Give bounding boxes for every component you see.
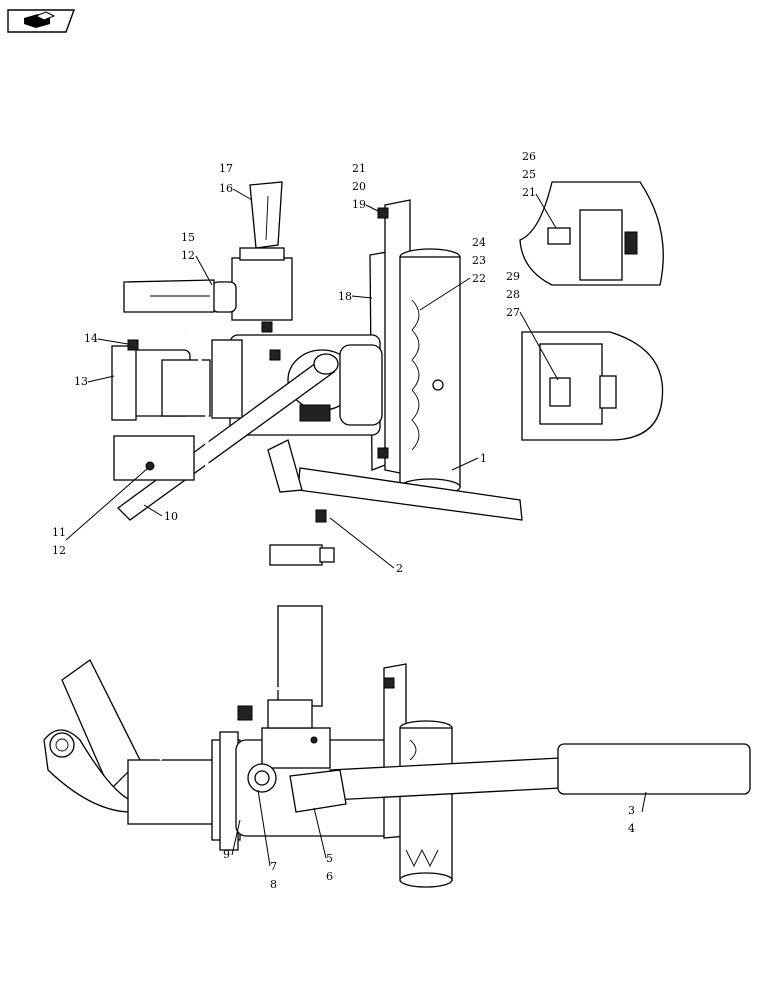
callout-23: 23 xyxy=(472,254,486,267)
callout-7: 7 xyxy=(270,860,277,873)
callout-24: 24 xyxy=(472,236,486,249)
callout-17: 17 xyxy=(219,162,233,175)
callout-28: 28 xyxy=(506,288,520,301)
previous-page-icon xyxy=(7,9,75,33)
callout-1: 1 xyxy=(480,452,487,465)
callout-8: 8 xyxy=(270,878,277,891)
callout-19: 19 xyxy=(352,198,366,211)
callout-26: 26 xyxy=(522,150,536,163)
callout-14: 14 xyxy=(84,332,98,345)
callout-12b: 12 xyxy=(52,544,66,557)
detail-view-upper xyxy=(519,181,664,286)
callout-18: 18 xyxy=(338,290,352,303)
callouts: 17 16 21 20 19 15 12 18 24 23 22 26 25 2… xyxy=(52,150,647,891)
callout-4: 4 xyxy=(628,822,635,835)
callout-22: 22 xyxy=(472,272,486,285)
callout-13: 13 xyxy=(74,375,88,388)
callout-6: 6 xyxy=(326,870,333,883)
callout-11: 11 xyxy=(52,526,66,539)
callout-21b: 21 xyxy=(522,186,536,199)
callout-16: 16 xyxy=(219,182,233,195)
upper-assembly xyxy=(111,181,523,568)
previous-page-button[interactable] xyxy=(6,4,76,34)
callout-25: 25 xyxy=(522,168,536,181)
callout-10: 10 xyxy=(164,510,178,523)
callout-27: 27 xyxy=(506,306,520,319)
callout-9: 9 xyxy=(223,848,230,861)
callout-29: 29 xyxy=(506,270,520,283)
callout-5: 5 xyxy=(326,852,333,865)
callout-2: 2 xyxy=(396,562,403,575)
callout-21a: 21 xyxy=(352,162,366,175)
callout-3: 3 xyxy=(628,804,635,817)
callout-20: 20 xyxy=(352,180,366,193)
detail-view-lower xyxy=(521,331,664,441)
callout-12a: 12 xyxy=(181,249,195,262)
callout-15: 15 xyxy=(181,231,195,244)
lower-assembly xyxy=(43,605,751,888)
